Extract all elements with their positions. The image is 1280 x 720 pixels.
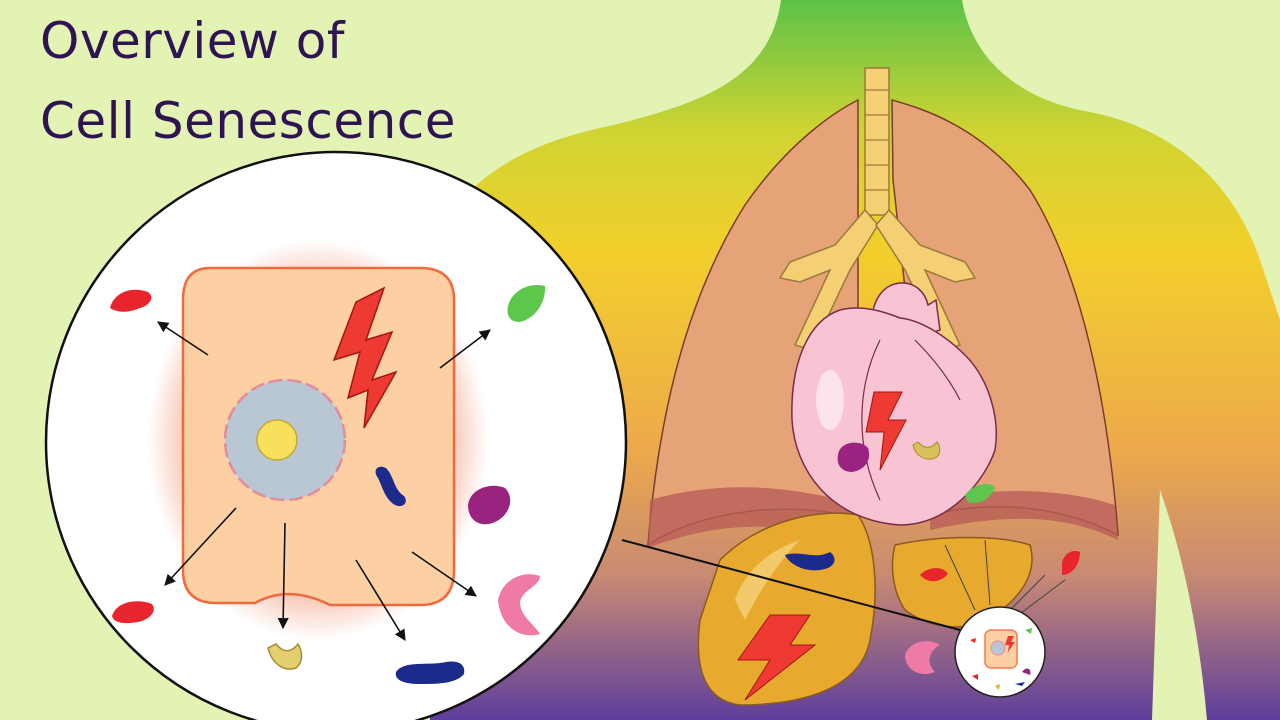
lung-base-shadow-right (930, 490, 1118, 540)
small-cell-inset (944, 539, 1066, 698)
small-cell-molecule (970, 638, 976, 643)
liver-highlight (735, 540, 800, 620)
red-molecule (1062, 550, 1080, 575)
magnified-cell-view (44, 150, 628, 720)
title-line-2: Cell Senescence (40, 92, 457, 150)
heart-chamber-line (914, 339, 961, 401)
cell-nucleolus (256, 419, 298, 461)
liver-damage-bolt (737, 614, 817, 701)
red-molecule (920, 568, 948, 582)
title-line-1: Overview of (40, 12, 345, 70)
inset-ray (984, 539, 991, 606)
green-molecule (965, 484, 995, 503)
arrow (355, 559, 406, 641)
bronchus-left (778, 208, 879, 351)
heart-damage-bolt (865, 391, 907, 471)
trachea-rings (865, 89, 889, 191)
heart-yellow-cell (912, 441, 941, 460)
arrow (164, 507, 237, 586)
arrow (157, 321, 209, 356)
small-cell-bolt (1005, 636, 1015, 652)
small-cell-molecule (972, 674, 978, 680)
heart-purple-cell (837, 442, 870, 472)
small-cell-molecule (1022, 668, 1031, 675)
small-cell-nucleus (990, 640, 1006, 656)
green-factor (507, 284, 546, 322)
inner-blue-molecule (375, 466, 406, 507)
blue-factor (395, 661, 465, 684)
zoom-connector-line (621, 539, 961, 631)
lung-base-shadow (648, 487, 860, 548)
arrow (411, 551, 477, 597)
arrow (439, 329, 491, 369)
inset-ray (944, 544, 976, 611)
small-cell-molecule (1025, 628, 1032, 634)
blue-molecule (785, 552, 835, 571)
heart-highlight (816, 370, 844, 430)
small-cell-molecule (995, 684, 1000, 690)
heart (791, 282, 997, 526)
red-factor (110, 289, 152, 312)
red-factor (112, 601, 154, 624)
yellow-factor (267, 642, 303, 670)
trachea (778, 67, 977, 351)
small-cell-molecule (1015, 682, 1025, 686)
pink-molecule (905, 641, 940, 675)
bronchus-right (875, 208, 977, 351)
heart-body (791, 307, 997, 526)
pink-factor (498, 574, 540, 636)
arrow (277, 522, 289, 630)
heart-chamber-line (861, 339, 881, 501)
cell-damage-bolt (332, 286, 398, 429)
purple-factor (468, 485, 511, 525)
secretion-arrows (157, 321, 491, 641)
inset-ray (1009, 574, 1046, 611)
